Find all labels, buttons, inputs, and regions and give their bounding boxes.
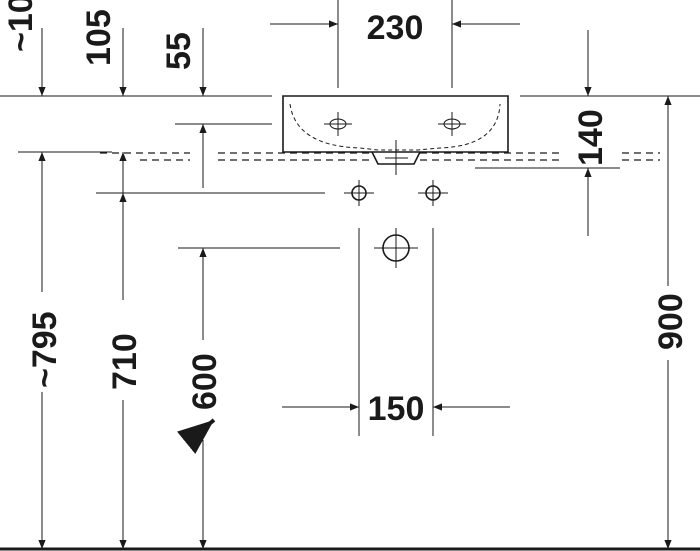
tap-hole-right-icon (438, 112, 466, 136)
dim-label-105-approx: ~105 (2, 0, 40, 52)
dim-label-710: 710 (106, 333, 144, 390)
dim-label-230: 230 (367, 9, 424, 47)
dim-label-150: 150 (368, 390, 425, 428)
supply-connection-right-icon (418, 180, 448, 206)
dim-label-105: 105 (80, 9, 118, 66)
supply-connection-left-icon (344, 180, 374, 206)
dim-label-795-approx: ~795 (26, 311, 64, 388)
dim-label-55: 55 (160, 32, 198, 70)
tap-hole-left-icon (324, 112, 352, 136)
dim-label-900: 900 (652, 293, 690, 350)
waste-connection-icon (374, 228, 418, 268)
dim-label-140: 140 (572, 109, 610, 166)
basin-front-view (282, 95, 509, 175)
dim-label-600: 600 (186, 353, 224, 410)
pointer-arrow-icon (177, 418, 216, 454)
